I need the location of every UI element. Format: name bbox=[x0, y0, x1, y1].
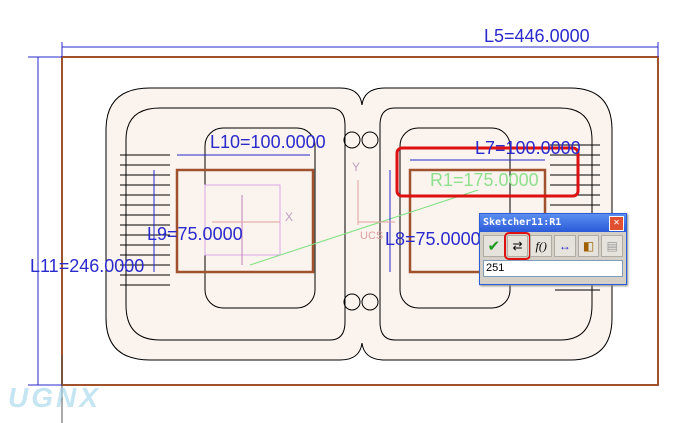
toggle-reference-icon[interactable]: ⇄ bbox=[503, 232, 532, 260]
dim-l10[interactable]: L10=100.0000 bbox=[210, 132, 326, 152]
dim-l11[interactable]: L11=246.0000 bbox=[30, 256, 145, 276]
sketcher-dialog[interactable]: Sketcher11:R1 ✕ ✔ ⇄ f() ↔ ◧ ▤ 251 bbox=[479, 213, 627, 285]
r1-leader bbox=[249, 189, 479, 266]
dimension-value-input[interactable]: 251 bbox=[483, 260, 623, 277]
dim-l7[interactable]: L7=100.0000 bbox=[475, 138, 581, 158]
axis-x-label: X bbox=[285, 210, 294, 224]
highlight-r1 bbox=[395, 146, 580, 198]
dim-r1[interactable]: R1=175.0000 bbox=[430, 170, 539, 190]
dim-l5[interactable]: L5=446.0000 bbox=[484, 26, 590, 46]
accept-icon[interactable]: ✔ bbox=[483, 235, 505, 257]
close-button[interactable]: ✕ bbox=[609, 216, 624, 231]
watermark-logo: UGNX bbox=[8, 382, 101, 413]
list-icon[interactable]: ▤ bbox=[601, 235, 624, 257]
dialog-title: Sketcher11:R1 bbox=[483, 217, 562, 228]
lock-dimension-icon[interactable]: ↔ bbox=[554, 235, 576, 257]
dim-l9[interactable]: L9=75.0000 bbox=[147, 224, 243, 244]
dim-l8[interactable]: L8=75.0000 bbox=[385, 229, 481, 249]
part-outline bbox=[105, 87, 613, 361]
sketch-border[interactable] bbox=[61, 56, 659, 386]
rect-left[interactable] bbox=[175, 168, 315, 274]
dialog-titlebar[interactable]: Sketcher11:R1 ✕ bbox=[480, 214, 626, 232]
axis-y-label: Y bbox=[352, 160, 361, 174]
ucs-label: UCS bbox=[360, 230, 384, 242]
properties-icon[interactable]: ◧ bbox=[577, 235, 600, 257]
function-icon[interactable]: f() bbox=[530, 235, 553, 257]
